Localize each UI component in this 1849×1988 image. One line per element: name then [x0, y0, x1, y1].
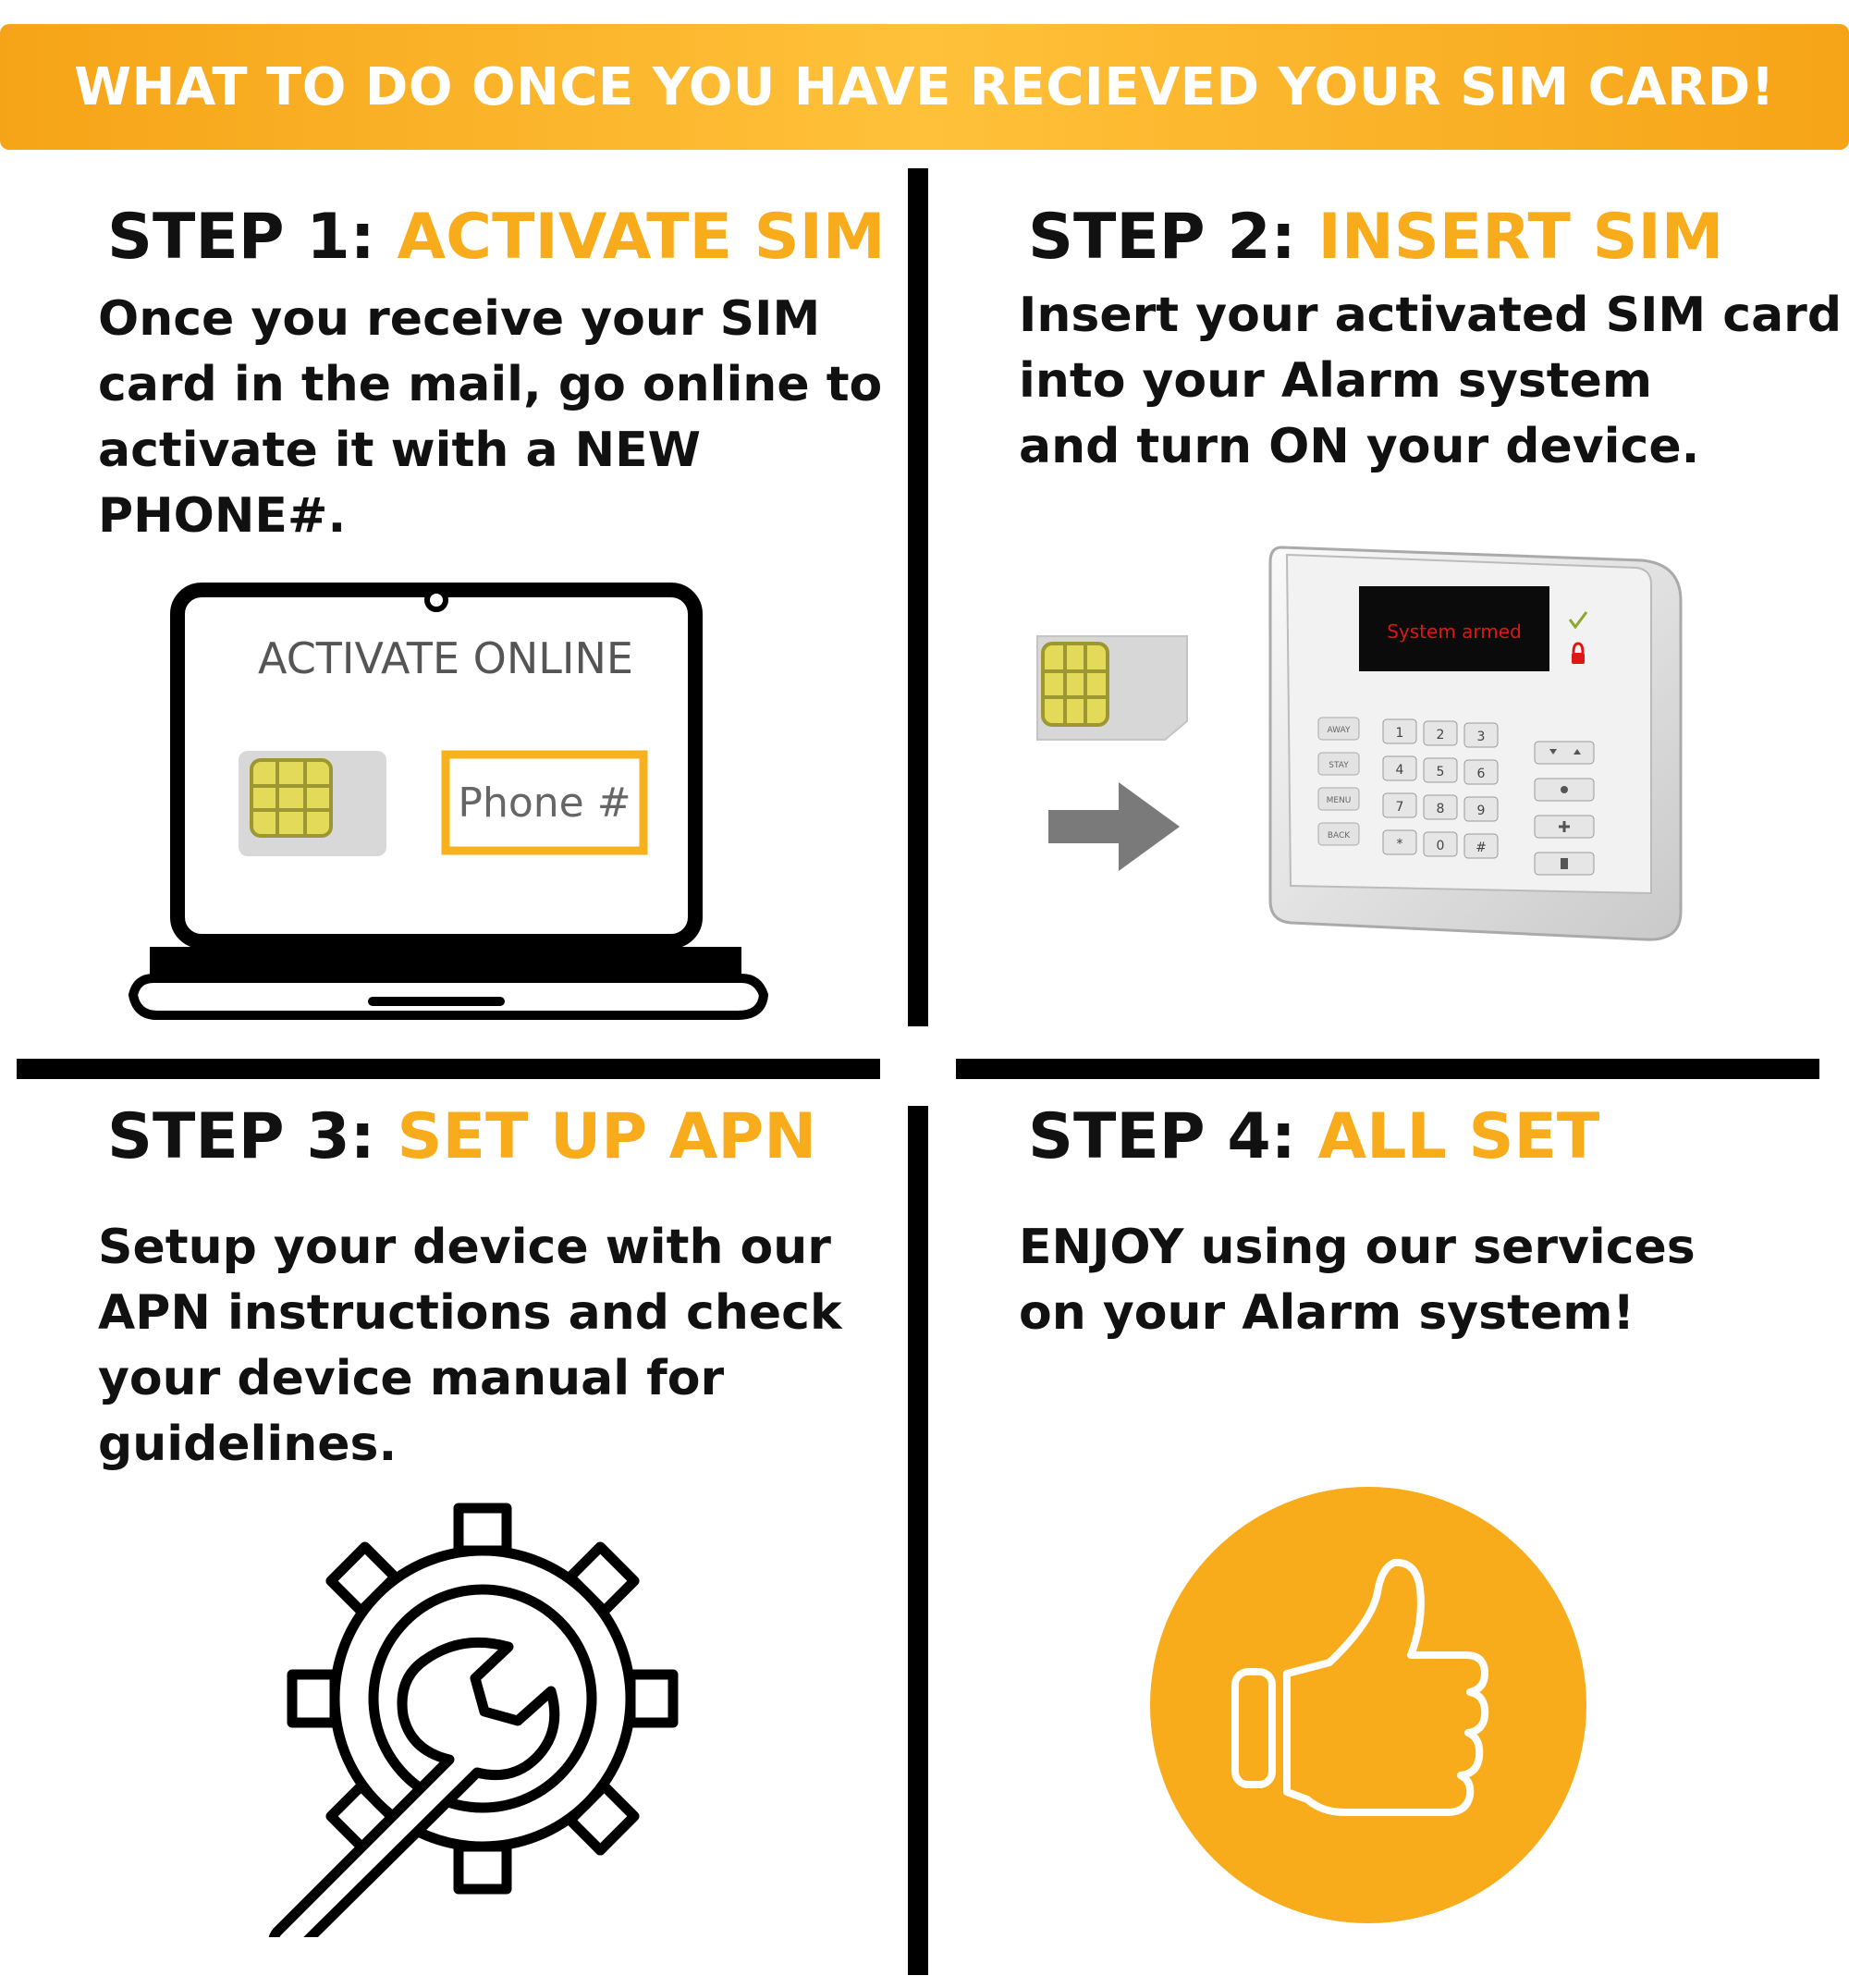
- keypad-key-label: 2: [1437, 728, 1445, 742]
- banner-title: WHAT TO DO ONCE YOU HAVE RECIEVED YOUR S…: [74, 56, 1775, 117]
- step-3-line: guidelines.: [98, 1417, 398, 1472]
- gear-wrench-icon: [268, 1503, 679, 1937]
- activate-online-label: ACTIVATE ONLINE: [258, 633, 633, 683]
- keypad-key-label: 5: [1437, 765, 1445, 779]
- keypad-side-key-label: BACK: [1328, 831, 1351, 841]
- step-1-description: Once you receive your SIM card in the ma…: [98, 287, 882, 549]
- keypad-key-label: 9: [1477, 804, 1486, 818]
- phone-number-field: [441, 750, 648, 855]
- keypad-key-label: 7: [1396, 800, 1404, 815]
- keypad-key-label: *: [1397, 837, 1403, 852]
- step-3-line: APN instructions and check: [98, 1285, 842, 1341]
- keypad-key-label: 0: [1437, 839, 1445, 853]
- keypad-side-key-label: STAY: [1329, 761, 1349, 770]
- sim-card-icon: [239, 751, 386, 856]
- step-1-line: activate it with a NEW: [98, 423, 702, 478]
- step-2-name: INSERT SIM: [1317, 201, 1724, 274]
- step-2-description: Insert your activated SIM card into your…: [1019, 283, 1842, 480]
- keypad-side-key-label: AWAY: [1327, 726, 1351, 735]
- keypad-function-keys: [1534, 741, 1595, 876]
- keypad-key-label: 6: [1477, 767, 1486, 781]
- step-4-title: STEP 4: ALL SET: [1028, 1100, 1599, 1173]
- step-4-line: ENJOY using our services: [1019, 1220, 1696, 1275]
- vertical-divider-top: [908, 168, 928, 1026]
- step-3-description: Setup your device with our APN instructi…: [98, 1215, 842, 1478]
- step-2-line: and turn ON your device.: [1019, 419, 1700, 474]
- keypad-key-label: 1: [1396, 726, 1404, 741]
- laptop-icon: ACTIVATE ONLINE Phone #: [128, 583, 769, 1020]
- step-2-line: into your Alarm system: [1019, 353, 1653, 409]
- keypad-side-key-label: MENU: [1327, 796, 1352, 805]
- step-4-description: ENJOY using our services on your Alarm s…: [1019, 1215, 1696, 1346]
- header-banner: WHAT TO DO ONCE YOU HAVE RECIEVED YOUR S…: [0, 24, 1849, 150]
- step-4-line: on your Alarm system!: [1019, 1285, 1635, 1341]
- step-2-title: STEP 2: INSERT SIM: [1028, 201, 1723, 274]
- step-1-name: ACTIVATE SIM: [397, 201, 886, 274]
- step-4-number: STEP 4:: [1028, 1100, 1296, 1173]
- step-3-title: STEP 3: SET UP APN: [107, 1100, 816, 1173]
- thumbs-up-icon: [1150, 1487, 1586, 1923]
- sim-card-icon: [1036, 635, 1188, 741]
- alarm-keypad-icon: System armed AWAY STAY MENU BACK 1 2 3 4…: [1268, 546, 1683, 941]
- keypad-key-label: #: [1476, 841, 1487, 855]
- vertical-divider-bottom: [908, 1106, 928, 1975]
- step-1-title: STEP 1: ACTIVATE SIM: [107, 201, 886, 274]
- horizontal-divider-right: [956, 1059, 1819, 1079]
- keypad-number-keys: 1 2 3 4 5 6 7 8 9 * 0 #: [1382, 718, 1499, 859]
- step-1-line: card in the mail, go online to: [98, 357, 883, 412]
- phone-number-placeholder: Phone #: [458, 779, 631, 827]
- step-2-line: Insert your activated SIM card: [1019, 288, 1843, 343]
- step-2-number: STEP 2:: [1028, 201, 1296, 274]
- step-3-number: STEP 3:: [107, 1100, 375, 1173]
- step-3-name: SET UP APN: [397, 1100, 817, 1173]
- keypad-side-keys: AWAY STAY MENU BACK: [1317, 717, 1360, 846]
- keypad-display-text: System armed: [1387, 620, 1522, 643]
- step-1-line: Once you receive your SIM: [98, 291, 821, 347]
- step-3-line: your device manual for: [98, 1351, 725, 1406]
- step-1-line: PHONE#.: [98, 488, 347, 544]
- keypad-key-label: 4: [1396, 763, 1404, 778]
- keypad-key-label: 8: [1437, 802, 1445, 816]
- arrow-right-icon: [1048, 782, 1180, 871]
- horizontal-divider-left: [17, 1059, 880, 1079]
- keypad-key-label: 3: [1477, 730, 1486, 744]
- step-1-number: STEP 1:: [107, 201, 375, 274]
- step-3-line: Setup your device with our: [98, 1220, 831, 1275]
- step-4-name: ALL SET: [1317, 1100, 1600, 1173]
